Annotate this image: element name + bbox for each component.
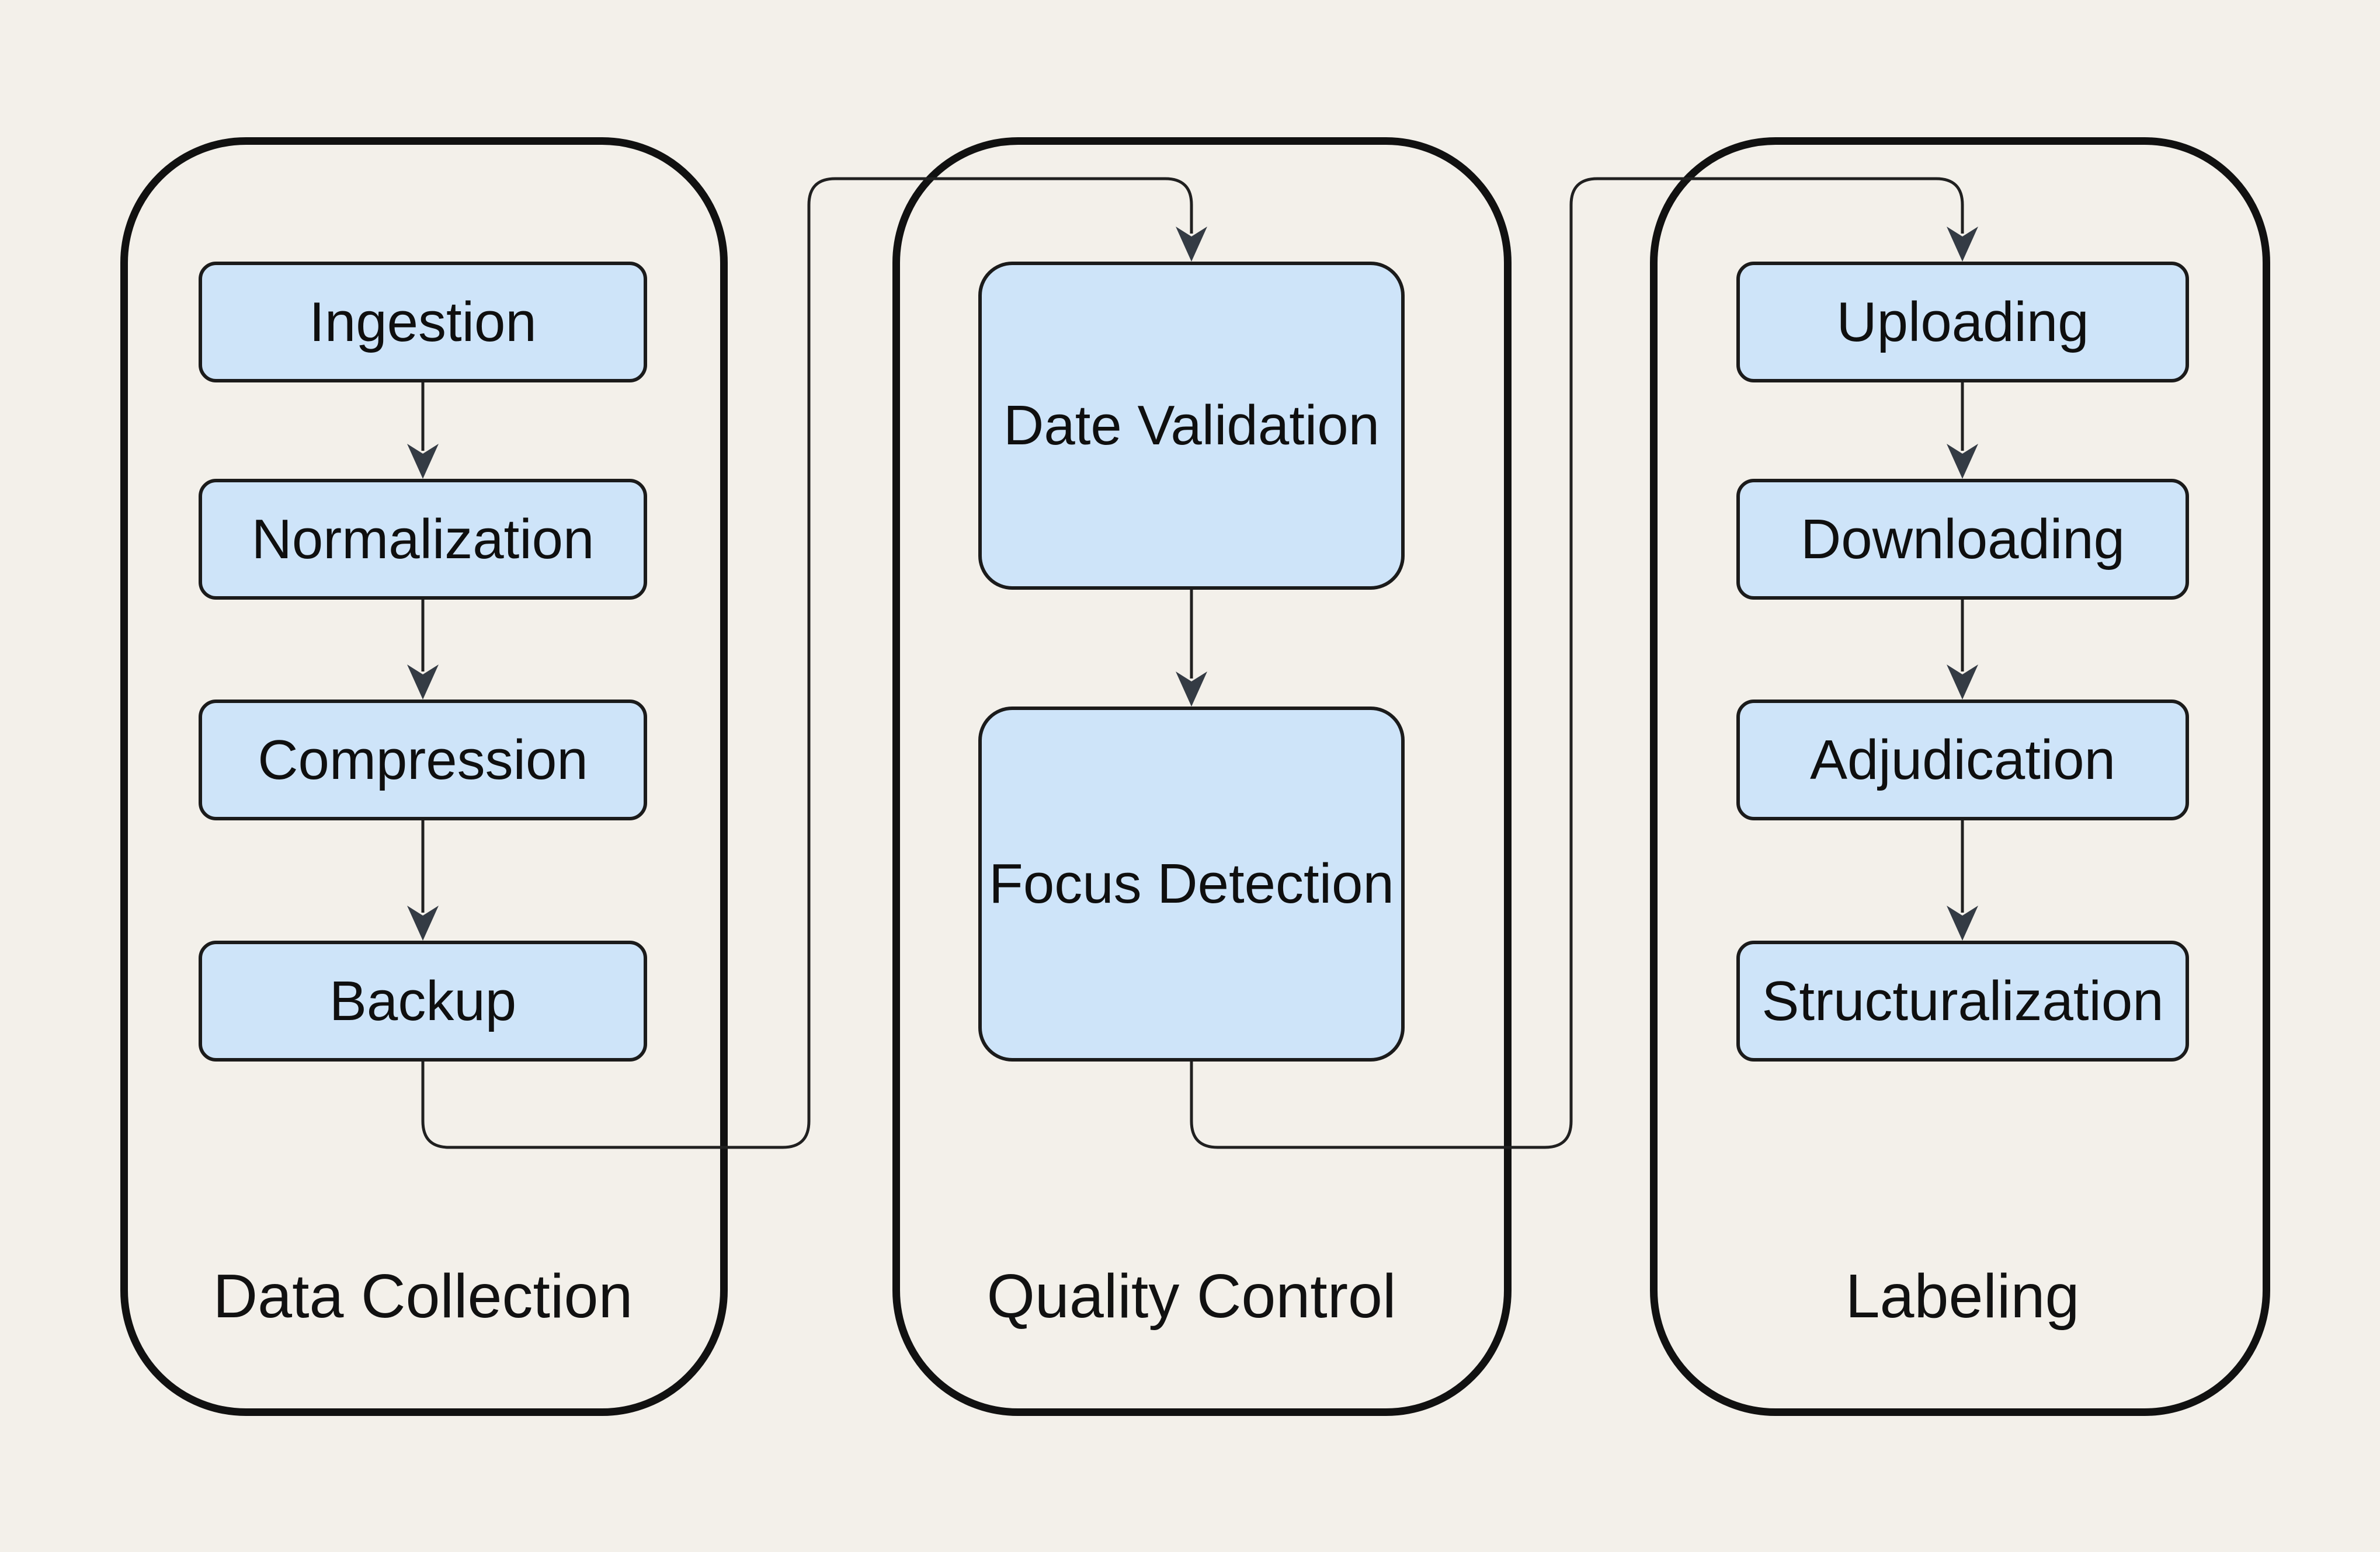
- node-uploading: Uploading: [1736, 262, 2189, 382]
- node-adjudication: Adjudication: [1736, 700, 2189, 820]
- node-backup: Backup: [199, 941, 647, 1062]
- node-normalization: Normalization: [199, 479, 647, 600]
- container-label-labeling: Labeling: [1845, 1262, 2080, 1331]
- node-date-validation: Date Validation: [978, 262, 1405, 590]
- node-compression: Compression: [199, 700, 647, 820]
- container-label-quality-control: Quality Control: [986, 1262, 1396, 1331]
- node-focus-detection: Focus Detection: [978, 707, 1405, 1062]
- node-downloading: Downloading: [1736, 479, 2189, 600]
- node-structuralization: Structuralization: [1736, 941, 2189, 1062]
- container-label-data-collection: Data Collection: [213, 1262, 633, 1331]
- node-ingestion: Ingestion: [199, 262, 647, 382]
